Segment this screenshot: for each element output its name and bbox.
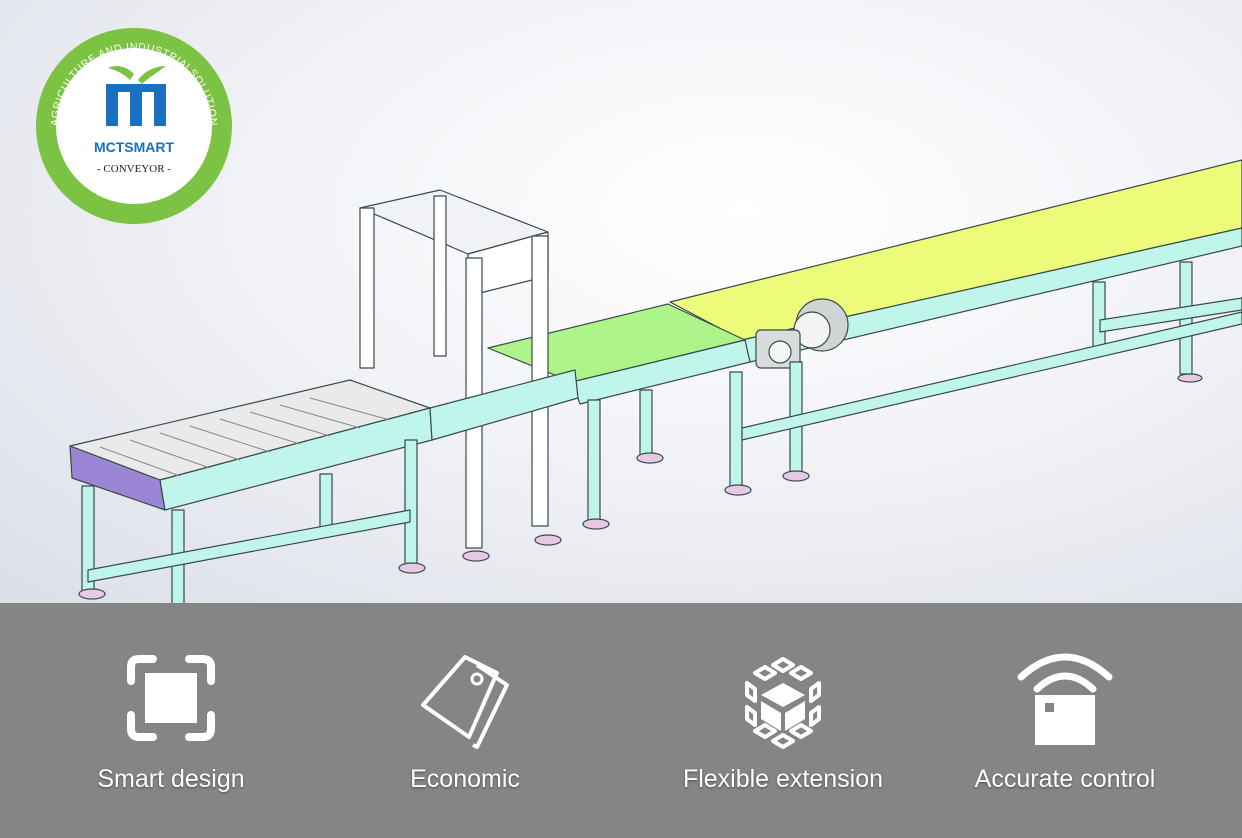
feature-economic: Economic xyxy=(335,603,595,838)
conveyor-drawing xyxy=(69,159,1242,603)
price-tag-icon xyxy=(421,655,509,749)
feature-label: Flexible extension xyxy=(682,765,884,793)
product-illustration: AGRICULTURE AND INDUSTRIAl SOLUTION TRAN… xyxy=(0,0,1242,603)
logo-mark-icon xyxy=(106,66,166,126)
brand-logo: AGRICULTURE AND INDUSTRIAl SOLUTION TRAN… xyxy=(34,26,234,226)
cube-grid-icon xyxy=(745,657,821,749)
feature-label: Accurate control xyxy=(974,765,1156,793)
feature-label: Economic xyxy=(410,765,520,793)
feature-smart-design: Smart design xyxy=(41,603,301,838)
logo-brand: MCTSMART xyxy=(94,139,175,155)
feature-accurate-control: Accurate control xyxy=(935,603,1195,838)
wireless-box-icon xyxy=(1017,653,1113,745)
feature-flexible-extension: Flexible extension xyxy=(653,603,913,838)
feature-label: Smart design xyxy=(97,765,245,793)
scan-frame-icon xyxy=(127,655,215,741)
logo-sub: - CONVEYOR - xyxy=(97,163,171,175)
feature-bar: Smart design Economic xyxy=(0,603,1242,838)
